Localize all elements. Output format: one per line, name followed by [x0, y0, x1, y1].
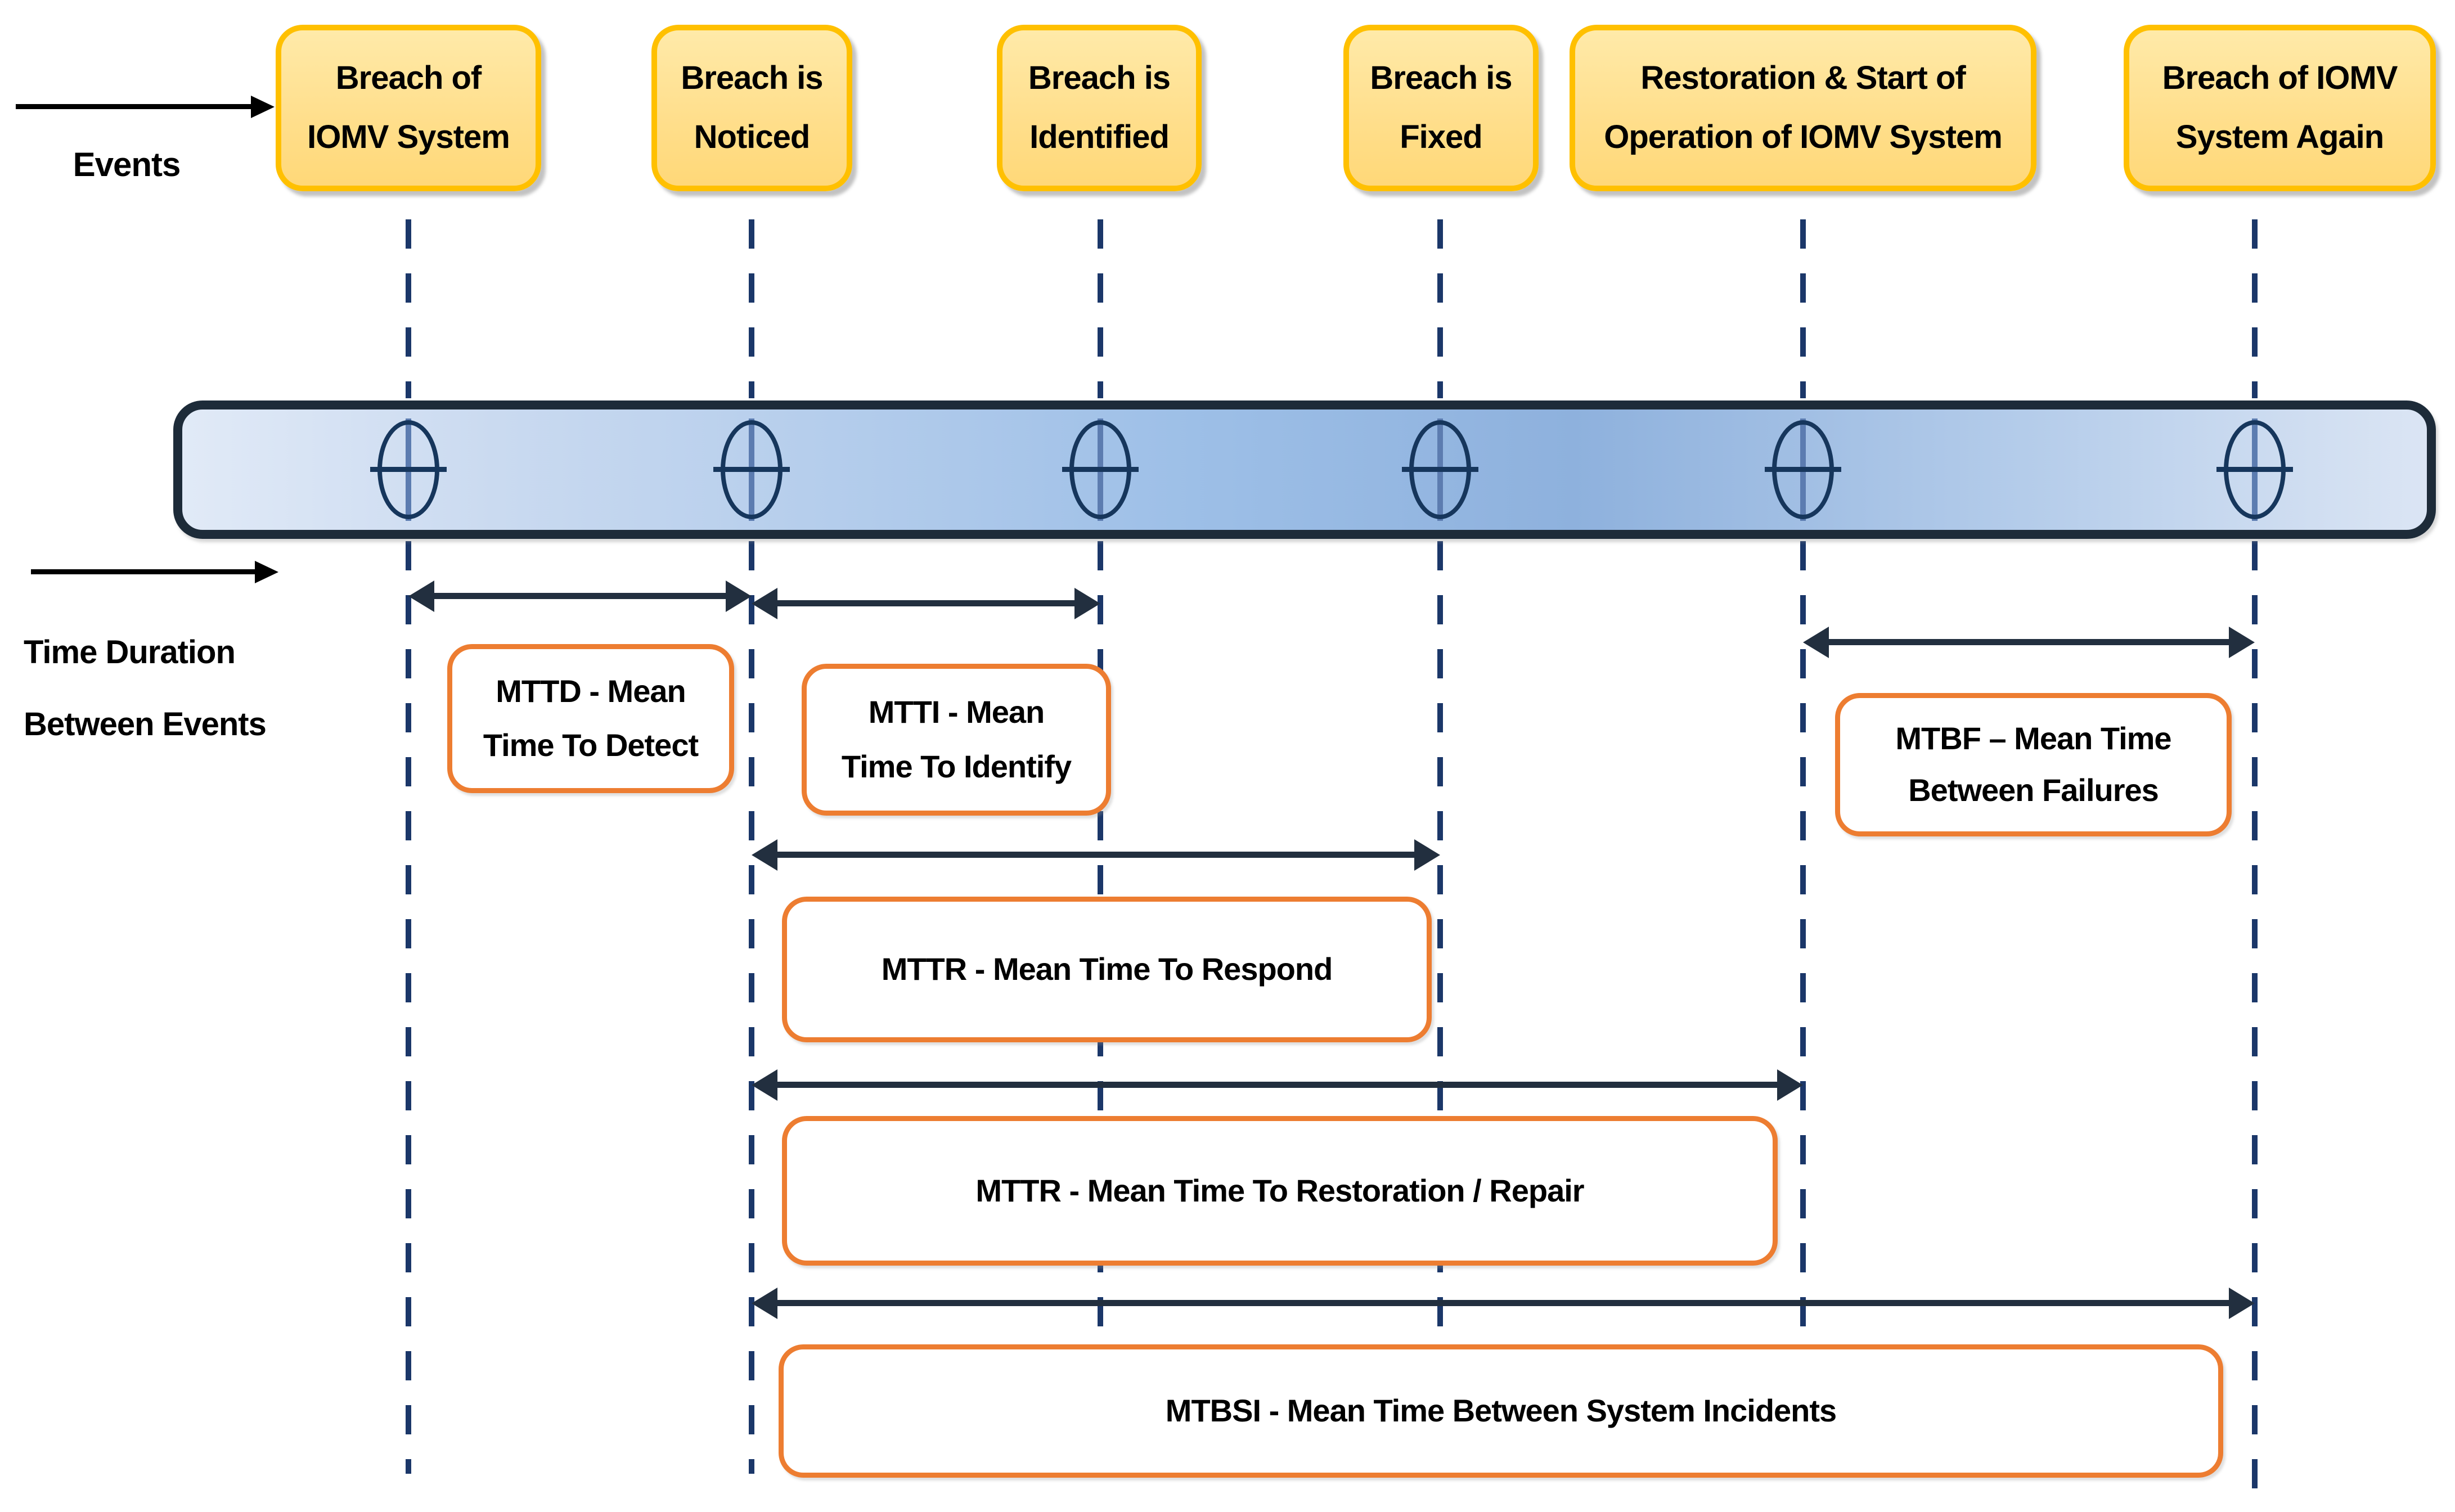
event-line-4-top — [1437, 219, 1443, 398]
event-label-line1: Restoration & Start of — [1640, 60, 1966, 97]
arrow-head-right-icon — [726, 580, 752, 612]
arrow-line — [770, 1300, 2237, 1306]
mttr-respond-arrow-icon — [752, 839, 1440, 871]
event-box-breach-is-identified: Breach is Identified — [997, 25, 1202, 191]
arrow-head-left-icon — [752, 588, 777, 619]
time-duration-arrow-icon — [31, 561, 278, 583]
node-horizontal-line — [370, 467, 447, 472]
timeline-node-4-icon — [1402, 418, 1478, 521]
time-duration-label-line1: Time Duration — [24, 634, 236, 670]
mttr-restoration-box: MTTR - Mean Time To Restoration / Repair — [782, 1116, 1778, 1266]
arrow-head-right-icon — [2229, 1288, 2255, 1319]
duration-label-line1: MTBF – Mean Time — [1895, 721, 2171, 757]
mtbf-arrow-icon — [1803, 627, 2255, 658]
timeline-node-5-icon — [1765, 418, 1841, 521]
time-duration-label: Time Duration Between Events — [24, 616, 267, 760]
event-label-line1: Breach is — [681, 60, 823, 97]
arrow-head-left-icon — [752, 1288, 777, 1319]
duration-label-line1: MTTI - Mean — [868, 694, 1045, 730]
timeline-bar — [173, 400, 2436, 539]
duration-label-line1: MTTR - Mean Time To Restoration / Repair — [975, 1172, 1584, 1208]
mtbsi-arrow-icon — [752, 1288, 2255, 1319]
timeline-node-3-icon — [1062, 418, 1139, 521]
event-line-5-bottom — [1800, 541, 1806, 1474]
node-horizontal-line — [1402, 467, 1478, 472]
mttr-respond-box: MTTR - Mean Time To Respond — [782, 897, 1432, 1042]
event-label-line1: Breach of IOMV — [2162, 60, 2398, 97]
event-line-2-top — [749, 219, 754, 398]
event-line-6-top — [2252, 219, 2258, 398]
duration-label-line2: Time To Detect — [483, 727, 699, 763]
timeline-node-2-icon — [713, 418, 790, 521]
node-horizontal-line — [2216, 467, 2293, 472]
event-label-line2: IOMV System — [307, 118, 510, 155]
event-box-breach-again: Breach of IOMV System Again — [2124, 25, 2436, 191]
event-line-4-bottom — [1437, 541, 1443, 1474]
mttr-restoration-arrow-icon — [752, 1069, 1803, 1101]
event-label-line2: System Again — [2175, 118, 2384, 155]
time-duration-arrow-head-icon — [255, 561, 278, 583]
mttd-box: MTTD - Mean Time To Detect — [447, 644, 734, 793]
event-label-line1: Breach of — [335, 60, 482, 97]
event-label-line2: Noticed — [694, 118, 811, 155]
arrow-head-right-icon — [1777, 1069, 1803, 1101]
arrow-line — [770, 852, 1422, 858]
event-box-restoration-start: Restoration & Start of Operation of IOMV… — [1570, 25, 2036, 191]
node-horizontal-line — [713, 467, 790, 472]
node-horizontal-line — [1062, 467, 1139, 472]
arrow-head-right-icon — [1074, 588, 1100, 619]
arrow-head-left-icon — [1803, 627, 1829, 658]
events-arrow-line — [16, 104, 255, 109]
event-label-line1: Breach is — [1370, 60, 1512, 97]
event-label-line2: Identified — [1029, 118, 1170, 155]
event-box-breach-is-noticed: Breach is Noticed — [651, 25, 852, 191]
event-label-line1: Breach is — [1028, 60, 1171, 97]
event-line-3-top — [1098, 219, 1103, 398]
events-label: Events — [73, 146, 181, 183]
arrow-head-left-icon — [752, 1069, 777, 1101]
duration-label-line2: Between Failures — [1908, 772, 2159, 808]
event-box-breach-of-iomv-system: Breach of IOMV System — [276, 25, 541, 191]
duration-label-line2: Time To Identify — [841, 749, 1072, 785]
arrow-line — [770, 600, 1082, 606]
mtti-box: MTTI - Mean Time To Identify — [802, 664, 1111, 816]
arrow-line — [770, 1082, 1785, 1088]
event-label-line2: Operation of IOMV System — [1604, 118, 2003, 155]
arrow-head-left-icon — [752, 839, 777, 871]
node-horizontal-line — [1765, 467, 1841, 472]
duration-label-line1: MTTD - Mean — [496, 673, 686, 709]
arrow-line — [426, 593, 734, 599]
event-box-breach-is-fixed: Breach is Fixed — [1343, 25, 1539, 191]
mttd-arrow-icon — [408, 580, 752, 612]
arrow-line — [1821, 639, 2237, 645]
event-line-6-bottom — [2252, 541, 2258, 1508]
duration-label-line1: MTTR - Mean Time To Respond — [881, 951, 1333, 987]
arrow-head-left-icon — [408, 580, 434, 612]
arrow-head-right-icon — [1414, 839, 1440, 871]
mtti-arrow-icon — [752, 588, 1100, 619]
event-label-line2: Fixed — [1400, 118, 1482, 155]
event-line-1-top — [406, 219, 411, 398]
duration-label-line1: MTBSI - Mean Time Between System Inciden… — [1165, 1393, 1837, 1429]
event-line-5-top — [1800, 219, 1806, 398]
arrow-head-right-icon — [2229, 627, 2255, 658]
mtbsi-box: MTBSI - Mean Time Between System Inciden… — [779, 1344, 2223, 1478]
events-arrow-icon — [16, 96, 275, 118]
time-duration-arrow-line — [31, 569, 259, 574]
events-arrow-head-icon — [251, 96, 275, 118]
timeline-node-1-icon — [370, 418, 447, 521]
event-line-1-bottom — [406, 541, 411, 1474]
time-duration-label-line2: Between Events — [24, 706, 267, 742]
event-line-2-bottom — [749, 541, 754, 1474]
mtbf-box: MTBF – Mean Time Between Failures — [1835, 693, 2232, 836]
timeline-node-6-icon — [2216, 418, 2293, 521]
